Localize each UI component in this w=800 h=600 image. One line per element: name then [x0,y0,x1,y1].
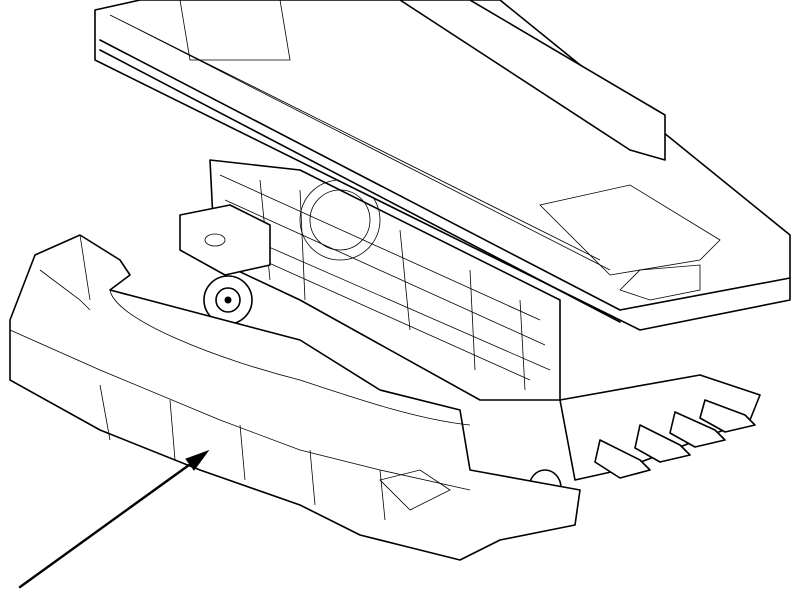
undercarriage-frame [179,159,561,401]
bed-deck [94,0,791,331]
indicator-arrow [18,449,210,589]
foot-pedals [559,374,761,481]
base-shroud [9,234,581,561]
caster-wheel-rear [203,275,253,325]
